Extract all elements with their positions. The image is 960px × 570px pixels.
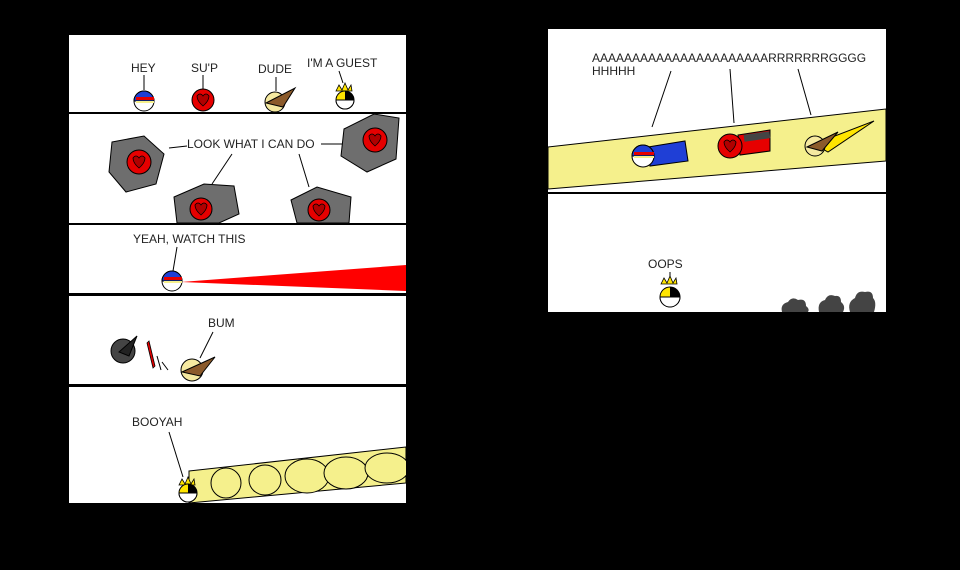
right-panel-2-art <box>659 272 876 312</box>
speech-tail <box>729 68 735 124</box>
left-panel-5: BOOYAH <box>69 387 406 503</box>
blue-hat-character-icon <box>161 270 183 292</box>
red-laser-beam-icon <box>181 265 406 291</box>
crowned-guest-character-icon <box>178 475 198 503</box>
speech-sup: SU'P <box>191 61 218 75</box>
gray-hexagon-shield-icon <box>108 135 165 193</box>
speech-bum: BUM <box>208 316 235 330</box>
speech-tail <box>168 145 188 149</box>
speech-tail <box>651 70 672 128</box>
speech-look: LOOK WHAT I CAN DO <box>187 137 315 151</box>
blue-hat-character-icon <box>631 140 689 168</box>
right-panel-1: AAAAAAAAAAAAAAAAAAAAAARRRRRRRGGGGHHHHH <box>548 29 886 192</box>
smoke-puff-icon <box>781 291 876 312</box>
red-heart-character-icon <box>717 129 771 159</box>
speech-tail <box>211 153 233 185</box>
speech-hey: HEY <box>131 61 156 75</box>
speech-tail <box>797 68 812 116</box>
speech-tail <box>168 431 184 478</box>
speech-guest: I'M A GUEST <box>307 56 378 70</box>
panel-1-art <box>133 70 355 112</box>
panel-2-art <box>108 114 400 223</box>
speech-scream: AAAAAAAAAAAAAAAAAAAAAARRRRRRRGGGGHHHHH <box>592 51 867 78</box>
speech-dude: DUDE <box>258 62 293 76</box>
speech-tail <box>199 331 214 359</box>
crowned-guest-character-icon <box>335 81 355 110</box>
speech-oops: OOPS <box>648 257 683 271</box>
falling-debris-icon <box>146 340 169 371</box>
yellow-energy-beam-icon <box>188 446 406 503</box>
panel-5-art <box>168 431 406 503</box>
speech-tail <box>172 246 178 272</box>
right-panel-1-art <box>548 68 886 190</box>
brown-cone-character-icon <box>804 120 875 157</box>
right-panel-2: OOPS <box>548 194 886 312</box>
panel-3-art <box>161 246 406 292</box>
blue-hat-character-icon <box>133 90 155 112</box>
left-panel-4: BUM <box>69 296 406 384</box>
brown-cone-character-icon <box>180 356 216 382</box>
speech-tail <box>298 153 310 188</box>
brown-cone-character-icon <box>264 86 297 112</box>
panel-4-art <box>110 331 216 382</box>
crowned-guest-character-icon <box>659 274 681 308</box>
left-panel-3: YEAH, WATCH THIS <box>69 225 406 293</box>
gray-hexagon-shield-icon <box>290 186 352 223</box>
left-panel-2: LOOK WHAT I CAN DO <box>69 114 406 223</box>
speech-booyah: BOOYAH <box>132 415 183 429</box>
knocked-out-character-icon <box>110 335 138 364</box>
gray-hexagon-shield-icon <box>340 114 400 173</box>
gray-hexagon-shield-icon <box>173 183 240 223</box>
speech-watch: YEAH, WATCH THIS <box>133 232 246 246</box>
red-heart-character-icon <box>191 88 215 112</box>
left-panel-1: HEY SU'P DUDE I'M A GUEST <box>69 35 406 112</box>
yellow-energy-beam-icon <box>548 108 886 190</box>
speech-tail <box>338 70 344 84</box>
